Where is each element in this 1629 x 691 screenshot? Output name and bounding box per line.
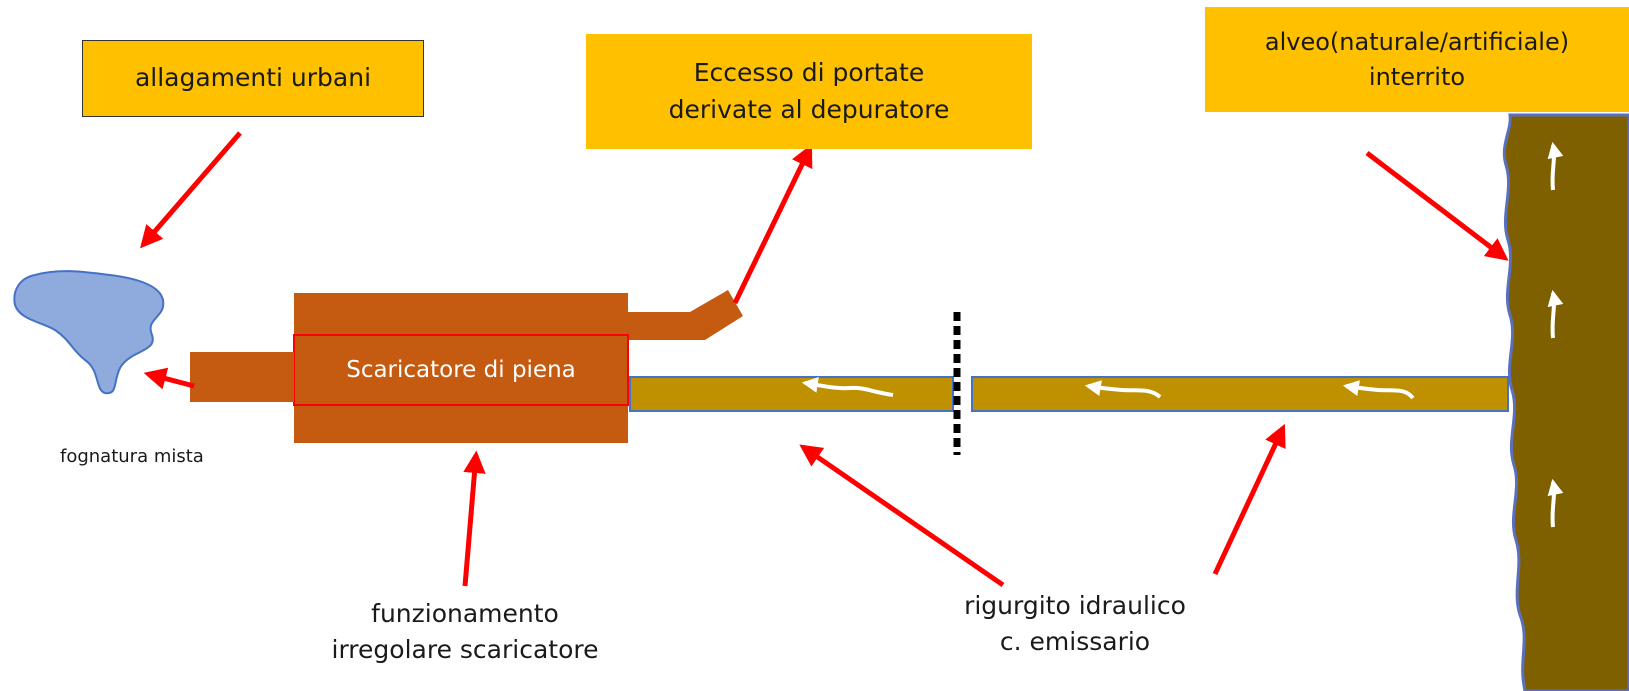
arrow-to-flood	[140, 131, 242, 249]
funzionamento-text-line2: irregolare scaricatore	[331, 635, 599, 665]
scaricatore-inner	[293, 334, 629, 406]
eccesso-text-line2: derivate al depuratore	[668, 94, 950, 124]
label-alveo-interrito: alveo(naturale/artificiale) interrito	[1205, 7, 1629, 112]
alveo-text-line2: interrito	[1368, 62, 1466, 91]
allagamenti-text: allagamenti urbani	[134, 63, 372, 93]
fognatura-label: fognatura mista	[60, 444, 290, 470]
scaricatore-label: Scaricatore di piena	[294, 357, 628, 385]
channel-flow-arrow-icon	[1084, 380, 1162, 399]
arrow-to-scaricatore	[462, 450, 486, 587]
scaricatore-text: Scaricatore di piena	[346, 357, 576, 383]
pipe-to-depuratore	[628, 290, 743, 340]
pipe-to-fognatura	[190, 352, 294, 402]
arrow-to-channel-right	[1212, 423, 1286, 576]
funzionamento-text-line1: funzionamento	[371, 599, 559, 628]
riverbed-flow-arrow-icon	[1547, 478, 1564, 528]
emissary-channel-right	[971, 376, 1509, 412]
rigurgito-text-line1: rigurgito idraulico	[964, 591, 1186, 620]
channel-flow-arrow-icon	[1342, 380, 1415, 400]
riverbed-flow-arrow-icon	[1547, 141, 1564, 191]
channel-flow-arrow-icon	[801, 376, 894, 397]
funzionamento-label: funzionamento irregolare scaricatore	[300, 596, 630, 669]
fognatura-text: fognatura mista	[60, 446, 204, 467]
arrow-fognatura-to-flood	[143, 367, 195, 390]
riverbed-flow-arrow-icon	[1547, 289, 1564, 339]
rigurgito-label: rigurgito idraulico c. emissario	[910, 588, 1240, 661]
eccesso-text-line1: Eccesso di portate	[693, 58, 925, 88]
arrow-to-channel-left	[799, 444, 1005, 588]
arrow-to-eccesso	[732, 143, 813, 305]
alveo-text-line1: alveo(naturale/artificiale)	[1264, 27, 1570, 56]
riverbed	[1502, 113, 1629, 691]
label-eccesso-portate: Eccesso di portate derivate al depurator…	[586, 34, 1032, 149]
emissary-channel-left	[629, 376, 954, 412]
label-allagamenti-urbani: allagamenti urbani	[82, 40, 424, 117]
arrow-to-alveo	[1365, 151, 1509, 261]
rigurgito-text-line2: c. emissario	[999, 627, 1151, 657]
flood-area-icon	[13, 270, 165, 395]
